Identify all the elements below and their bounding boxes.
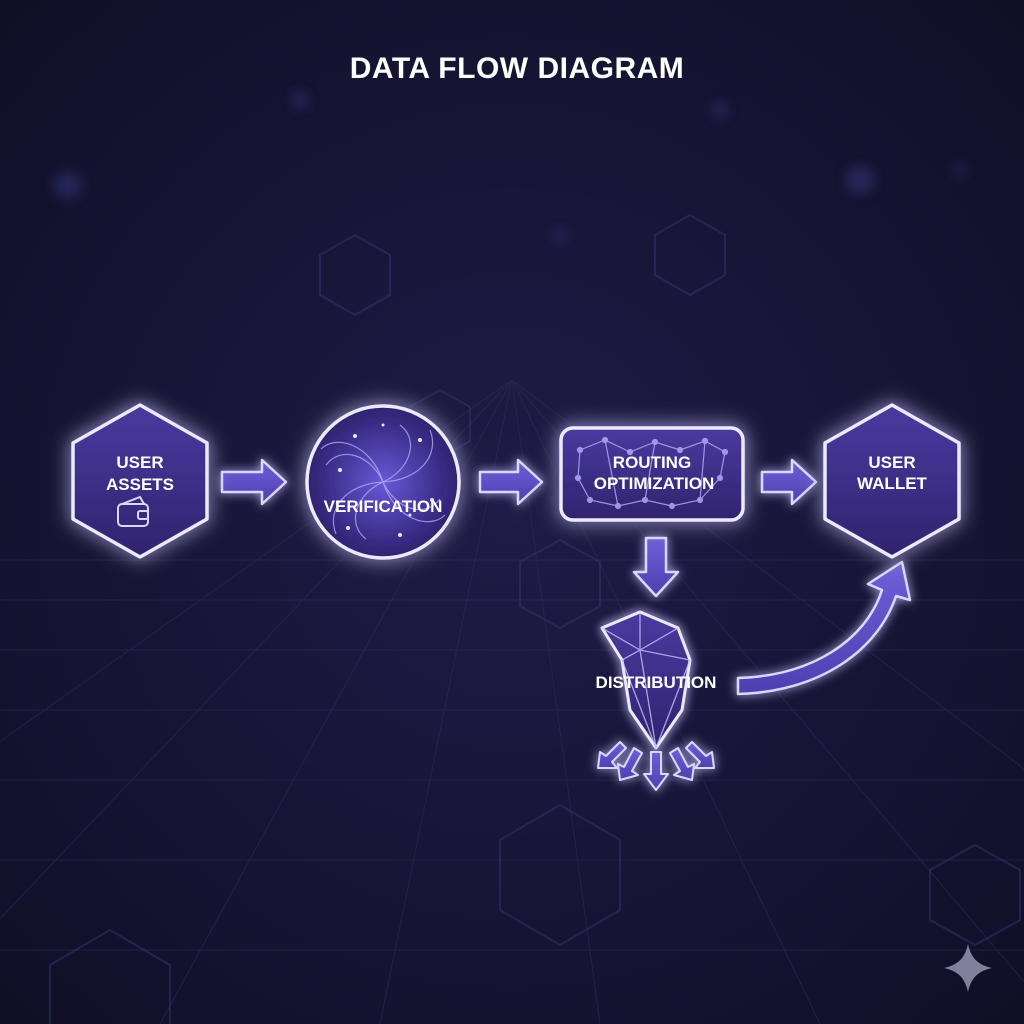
arrow-user-assets-to-verification — [220, 458, 288, 506]
node-routing-optimization: ROUTING OPTIMIZATION — [559, 426, 745, 522]
wallet-icon — [117, 495, 149, 527]
routing-label-line2: OPTIMIZATION — [594, 474, 715, 493]
verification-label: VERIFICATION — [324, 497, 443, 516]
arrow-verification-to-routing — [478, 458, 544, 506]
vortex-particles — [338, 423, 434, 537]
crystal-icon — [600, 610, 692, 750]
user-wallet-label-line2: WALLET — [857, 474, 927, 493]
arrow-distribution-to-user-wallet — [736, 560, 912, 696]
vortex-icon — [320, 424, 446, 540]
sparkle-icon — [944, 944, 992, 992]
node-user-assets: USER ASSETS — [71, 403, 209, 559]
background-bokeh — [54, 92, 966, 241]
distribution-label: DISTRIBUTION — [596, 673, 717, 692]
user-assets-label-line2: ASSETS — [106, 475, 174, 494]
distribution-output-arrows — [597, 741, 715, 791]
node-distribution: DISTRIBUTION — [596, 610, 717, 791]
routing-label-line1: ROUTING — [613, 453, 691, 472]
arrow-routing-to-user-wallet — [760, 458, 818, 506]
user-wallet-label-line1: USER — [868, 453, 915, 472]
diagram-title: DATA FLOW DIAGRAM — [350, 52, 685, 85]
network-icon — [574, 436, 729, 510]
node-user-wallet: USER WALLET — [823, 403, 961, 559]
user-assets-label-line1: USER — [116, 453, 163, 472]
node-verification: VERIFICATION — [305, 404, 461, 560]
arrow-routing-to-distribution — [632, 536, 680, 598]
